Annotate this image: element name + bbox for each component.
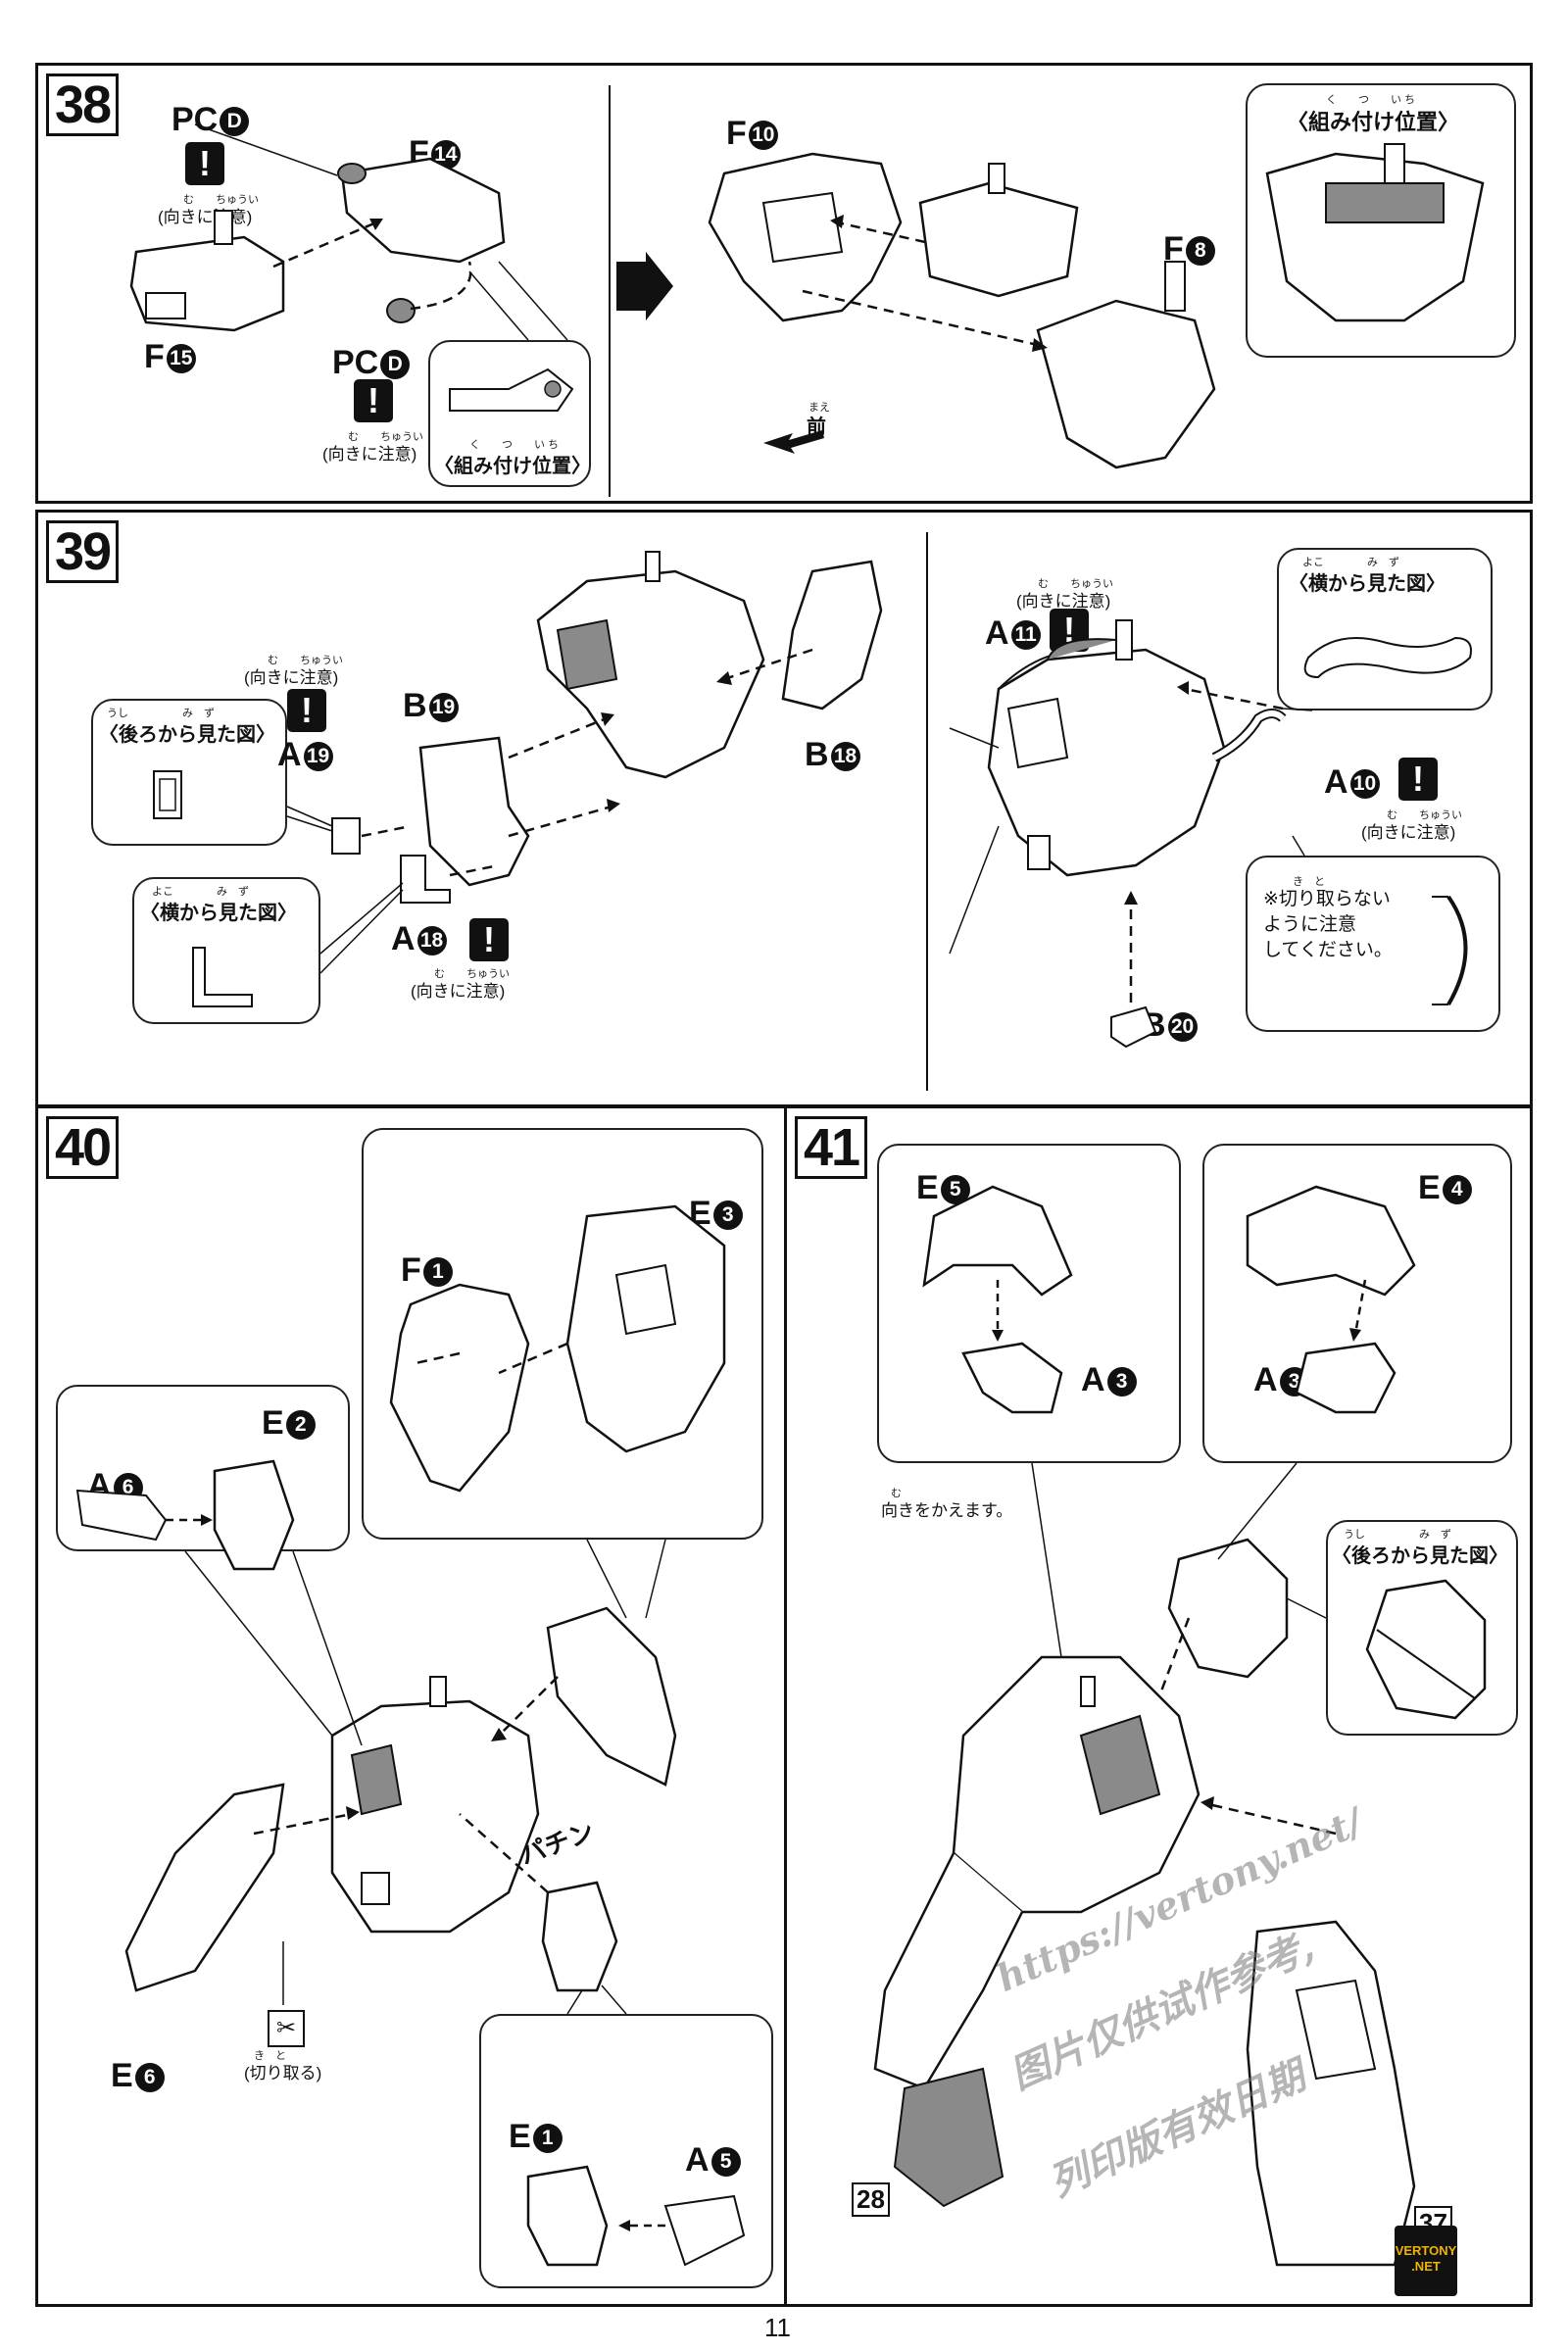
ruby-caution-a19: む ちゅうい bbox=[268, 655, 343, 666]
back-view-drawing-39 bbox=[153, 770, 182, 819]
caution-icon-pc-bottom: ! bbox=[354, 379, 393, 422]
badge-line2: .NET bbox=[1411, 2259, 1441, 2274]
ruby-caution-a10: む ちゅうい bbox=[1387, 809, 1462, 821]
caution-a10: (向きに注意) bbox=[1361, 823, 1456, 842]
side-view-label-39-left: 〈横から見た図〉 bbox=[140, 903, 297, 924]
side-view-callout-39-left: よこ み ず 〈横から見た図〉 bbox=[132, 877, 320, 1024]
ruby-front: まえ bbox=[808, 402, 830, 414]
step-39-divider bbox=[926, 532, 928, 1091]
ruby-caution-a18: む ちゅうい bbox=[434, 968, 510, 980]
back-view-drawing-41 bbox=[1365, 1579, 1487, 1720]
ruby-back-view-41: うし み ず bbox=[1344, 1529, 1451, 1541]
side-view-drawing-39-left bbox=[192, 947, 253, 1007]
ruby-caution-a11: む ちゅうい bbox=[1038, 578, 1113, 590]
step-39-left-drawing bbox=[286, 551, 883, 974]
assembly-position-label-left: 〈組み付け位置〉 bbox=[434, 456, 591, 477]
back-view-label-39: 〈後ろから見た図〉 bbox=[99, 724, 275, 746]
caution-icon-pc-top: ! bbox=[185, 142, 224, 185]
ruby-cut: き と bbox=[254, 2050, 286, 2062]
assembly-position-right-drawing bbox=[1265, 143, 1485, 322]
assembly-position-label-right: 〈組み付け位置〉 bbox=[1287, 110, 1460, 134]
back-view-label-41: 〈後ろから見た図〉 bbox=[1332, 1545, 1508, 1567]
back-view-callout-41: うし み ず 〈後ろから見た図〉 bbox=[1326, 1520, 1518, 1736]
step-39-panel: 39 うし み ず 〈後ろから見た図〉 よこ み ず 〈横から見た図〉 む ちゅ… bbox=[35, 510, 1533, 1107]
step-39-number: 39 bbox=[46, 520, 120, 583]
step-40-drawing bbox=[75, 1204, 746, 2267]
side-view-label-39-right: 〈横から見た図〉 bbox=[1289, 573, 1446, 595]
ruby-caution-pc-bottom: む ちゅうい bbox=[348, 431, 423, 443]
ruby-change-direction: む bbox=[891, 1488, 902, 1499]
step-41-drawing bbox=[873, 1185, 1416, 2267]
side-view-drawing-39-right bbox=[1303, 636, 1472, 679]
ruby-no-cut: き と bbox=[1293, 876, 1325, 888]
caution-pc-bottom: (向きに注意) bbox=[322, 445, 417, 464]
caution-a11: (向きに注意) bbox=[1016, 592, 1111, 611]
ruby-assembly-position-left: く つ い ち bbox=[469, 439, 560, 451]
step-40-number: 40 bbox=[46, 1116, 120, 1179]
side-view-callout-39-right: よこ み ず 〈横から見た図〉 bbox=[1277, 548, 1493, 710]
step-39-right-drawing bbox=[949, 619, 1313, 1049]
step-38-big-arrow bbox=[616, 252, 673, 320]
cut-label: (切り取る) bbox=[244, 2064, 322, 2082]
ref-step-28: 28 bbox=[852, 2182, 890, 2217]
assembly-position-callout-left: く つ い ち 〈組み付け位置〉 bbox=[428, 340, 591, 487]
step-38-parts-drawing bbox=[129, 123, 574, 412]
ruby-caution-pc-top: む ちゅうい bbox=[183, 194, 259, 206]
step-41-number: 41 bbox=[795, 1116, 868, 1179]
vertony-badge: VERTONY .NET bbox=[1395, 2226, 1457, 2296]
step-38-number: 38 bbox=[46, 74, 120, 136]
step-38-divider bbox=[609, 85, 611, 497]
back-view-callout-39: うし み ず 〈後ろから見た図〉 bbox=[91, 699, 287, 846]
no-cut-note-text: ※切り取らない ように注意 してください。 bbox=[1263, 889, 1393, 960]
caution-a19: (向きに注意) bbox=[244, 668, 339, 687]
assembly-position-callout-right: く つ い ち 〈組み付け位置〉 bbox=[1246, 83, 1516, 358]
step-38-right-drawing bbox=[708, 152, 1216, 469]
no-cut-drawing bbox=[1432, 895, 1468, 1006]
caution-icon-a19: ! bbox=[287, 689, 326, 732]
ruby-assembly-position-right: く つ い ち bbox=[1326, 94, 1416, 106]
badge-line1: VERTONY bbox=[1395, 2243, 1457, 2258]
caution-icon-a10: ! bbox=[1398, 758, 1438, 801]
page-number: 11 bbox=[764, 2313, 791, 2342]
ruby-back-view-39: うし み ず bbox=[107, 708, 215, 719]
no-cut-note-callout: き と ※切り取らない ように注意 してください。 bbox=[1246, 856, 1500, 1032]
nipper-icon: ✂ bbox=[268, 2010, 305, 2047]
caution-a18: (向きに注意) bbox=[411, 982, 506, 1001]
caution-icon-a18: ! bbox=[469, 918, 509, 961]
change-direction-note: 向きをかえます。 bbox=[881, 1501, 1013, 1520]
ruby-side-view-39-left: よこ み ず bbox=[152, 886, 249, 898]
ruby-side-view-39-right: よこ み ず bbox=[1302, 557, 1399, 568]
